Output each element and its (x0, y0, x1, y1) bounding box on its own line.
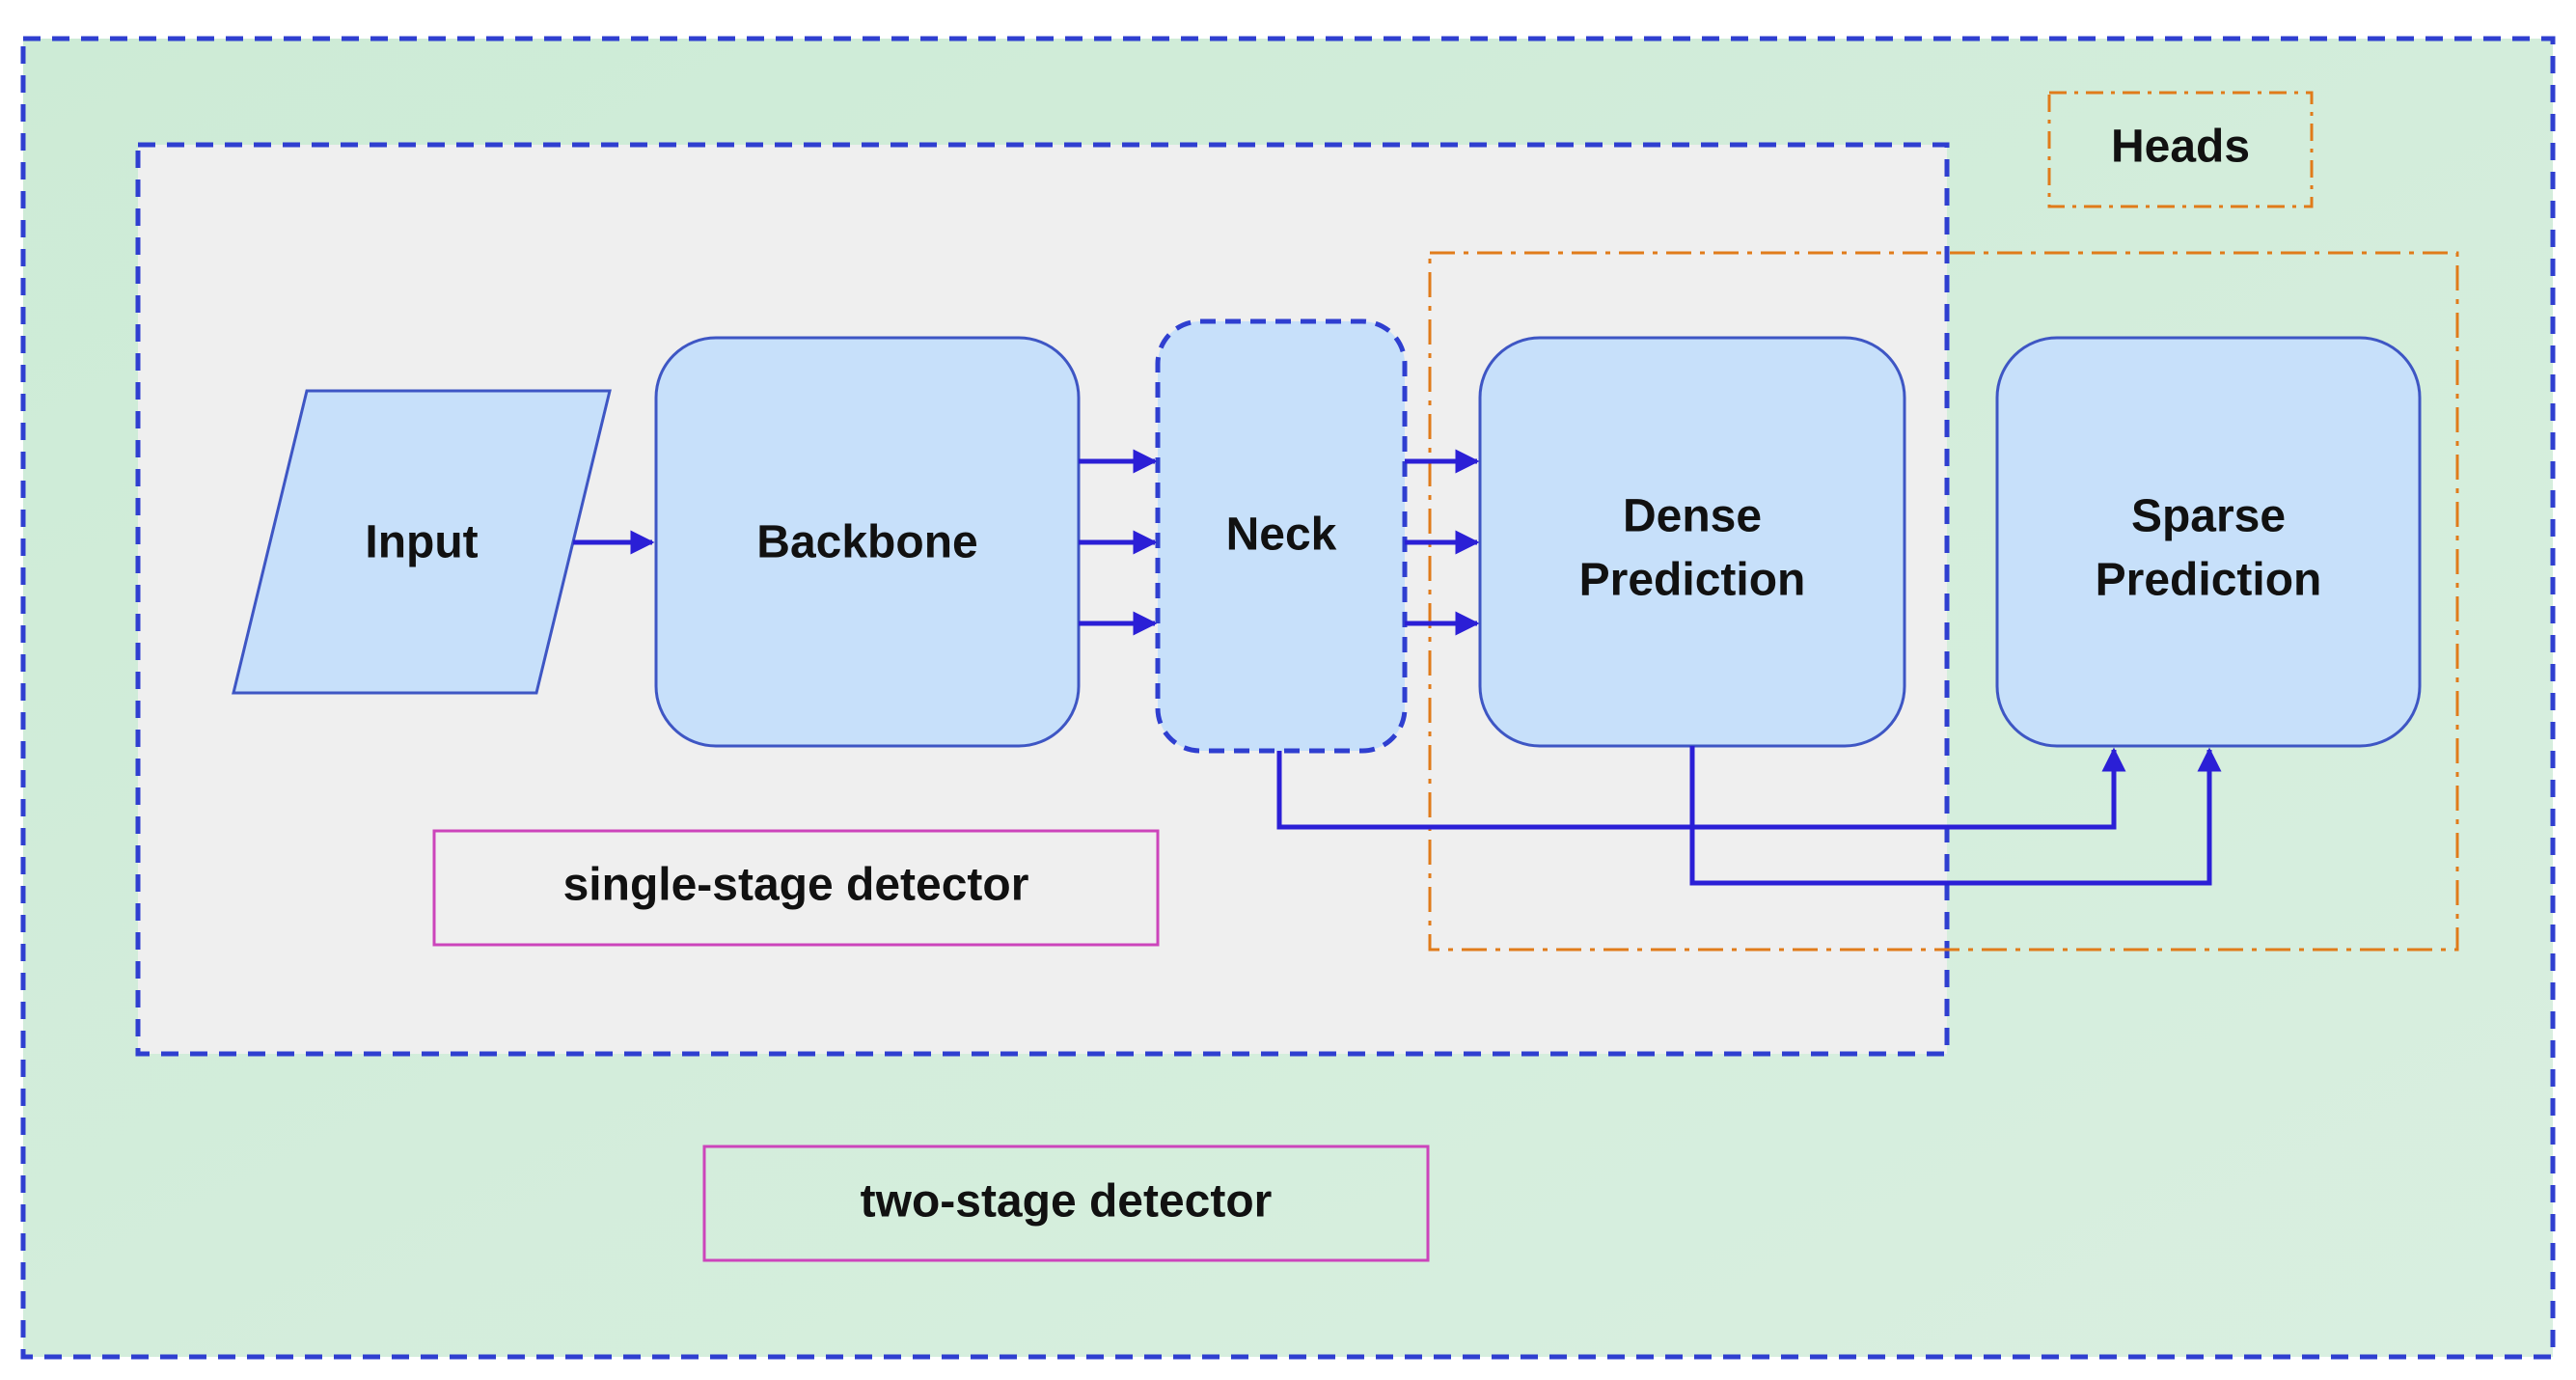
single-stage-label-box (432, 829, 1160, 947)
heads-label: Heads (2111, 122, 2250, 173)
arrow-dense-sparse (1689, 746, 2222, 886)
sparse-prediction-label-line2: Prediction (2096, 555, 2322, 606)
two-stage-label: two-stage detector (861, 1176, 1273, 1228)
neck-label: Neck (1226, 510, 1337, 561)
dense-prediction-label-line1: Dense (1623, 491, 1762, 542)
connector-arrows (573, 449, 2222, 886)
input-block (232, 389, 612, 695)
heads-region (1428, 251, 2459, 952)
sparse-prediction-label-line1: Sparse (2131, 491, 2286, 542)
sparse-prediction-block (1995, 336, 2422, 748)
arrow-neck-sparse (1276, 747, 2126, 830)
two-stage-label-box (702, 1145, 1430, 1262)
backbone-label: Backbone (756, 517, 977, 568)
neck-block (1155, 318, 1408, 754)
dense-prediction-label-line2: Prediction (1579, 555, 1806, 606)
single-stage-label: single-stage detector (563, 860, 1029, 911)
heads-label-box (2047, 91, 2314, 208)
input-label: Input (365, 517, 478, 568)
